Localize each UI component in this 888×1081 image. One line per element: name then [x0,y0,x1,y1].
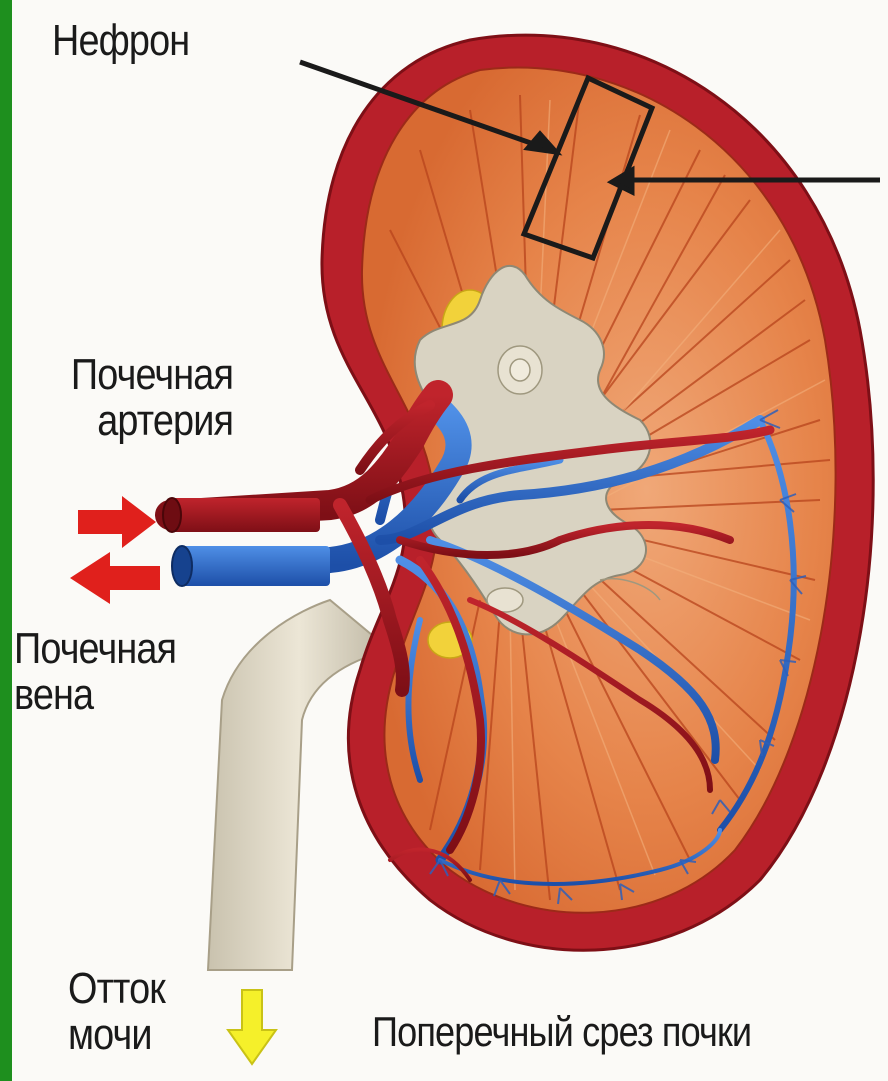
urine-outflow-arrow [228,990,276,1064]
label-renal-vein-line2: вена [14,672,176,718]
vein-outflow-arrow [70,552,160,604]
artery-inflow-arrow [78,496,156,548]
label-renal-vein-line1: Почечная [14,626,176,672]
label-urine-outflow: Отток мочи [68,966,165,1058]
label-urine-outflow-line2: мочи [68,1012,165,1058]
label-renal-artery-line2: артерия [68,398,233,444]
label-renal-artery: Почечная артерия [68,352,233,444]
caption-kidney-cross-section: Поперечный срез почки [372,1010,751,1054]
renal-vein-trunk [172,546,330,586]
label-renal-artery-line1: Почечная [68,352,233,398]
renal-artery-trunk [163,498,320,532]
label-nephron: Нефрон [52,18,189,64]
label-urine-outflow-line1: Отток [68,966,165,1012]
label-renal-vein: Почечная вена [14,626,176,718]
